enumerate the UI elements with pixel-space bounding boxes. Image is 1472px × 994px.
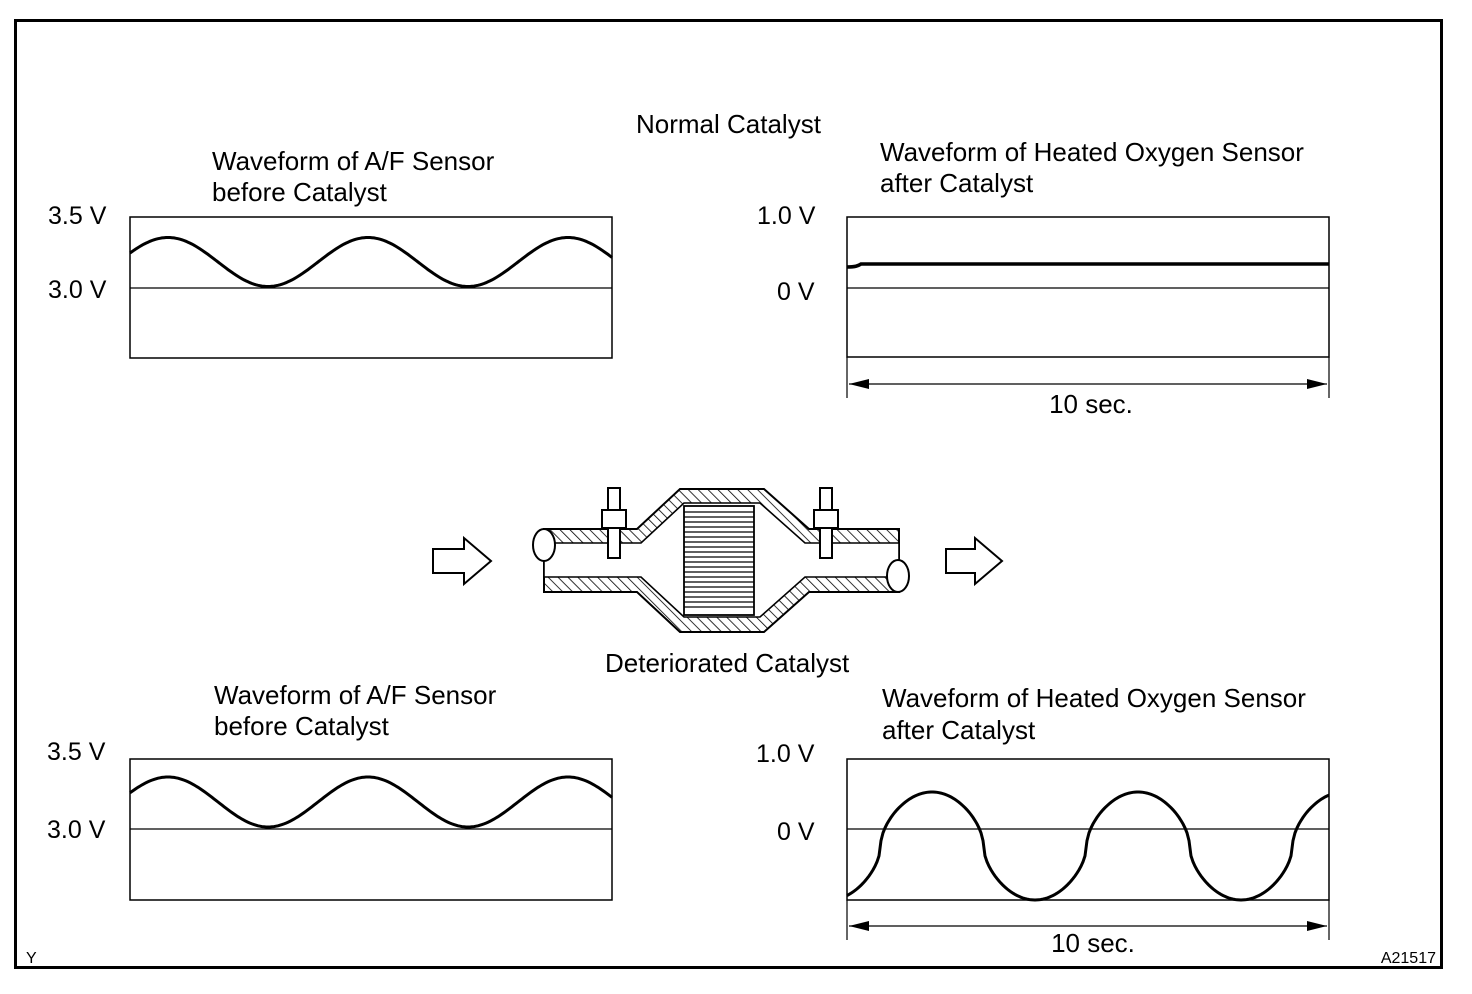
ho-title-line2: after Catalyst — [882, 715, 1036, 745]
af-sensor-panel-normal: Waveform of A/F Sensor before Catalyst 3… — [48, 146, 613, 359]
ho-plot-box — [846, 216, 1330, 358]
ho-title-line1: Waveform of Heated Oxygen Sensor — [882, 683, 1306, 713]
af-sensor-panel-deteriorated: Waveform of A/F Sensor before Catalyst 3… — [47, 680, 613, 901]
af-upper-tick: 3.5 V — [48, 202, 107, 230]
flow-arrow-icon — [432, 535, 493, 587]
normal-catalyst-label: Normal Catalyst — [636, 109, 822, 139]
af-waveform — [129, 236, 613, 288]
ho-title-line1: Waveform of Heated Oxygen Sensor — [880, 137, 1304, 167]
time-span-label: 10 sec. — [1049, 389, 1133, 419]
ho-upper-tick: 1.0 V — [757, 202, 816, 230]
af-title-line2: before Catalyst — [214, 711, 390, 741]
ho-lower-tick: 0 V — [777, 278, 815, 306]
ho-lower-tick: 0 V — [777, 818, 815, 846]
af-waveform — [129, 775, 613, 829]
af-title-line2: before Catalyst — [212, 177, 388, 207]
corner-mark: Y — [26, 950, 37, 967]
flow-arrow-icon — [945, 535, 1004, 587]
ho-title-line2: after Catalyst — [880, 168, 1034, 198]
catalytic-converter-icon — [432, 487, 1004, 633]
af-title-line1: Waveform of A/F Sensor — [212, 146, 495, 176]
ho-oscillating-waveform — [846, 790, 1330, 902]
ho-sensor-panel-normal: Waveform of Heated Oxygen Sensor after C… — [757, 137, 1330, 419]
af-lower-tick: 3.0 V — [48, 276, 107, 304]
deteriorated-catalyst-label: Deteriorated Catalyst — [605, 648, 850, 678]
af-title-line1: Waveform of A/F Sensor — [214, 680, 497, 710]
ho-sensor-panel-deteriorated: Waveform of Heated Oxygen Sensor after C… — [756, 683, 1330, 958]
figure-code: A21517 — [1381, 950, 1436, 967]
figure-frame — [14, 19, 1443, 969]
ho-flat-waveform — [846, 262, 1329, 269]
ho-upper-tick: 1.0 V — [756, 740, 815, 768]
time-span-label: 10 sec. — [1051, 928, 1135, 958]
af-upper-tick: 3.5 V — [47, 738, 106, 766]
af-lower-tick: 3.0 V — [47, 816, 106, 844]
